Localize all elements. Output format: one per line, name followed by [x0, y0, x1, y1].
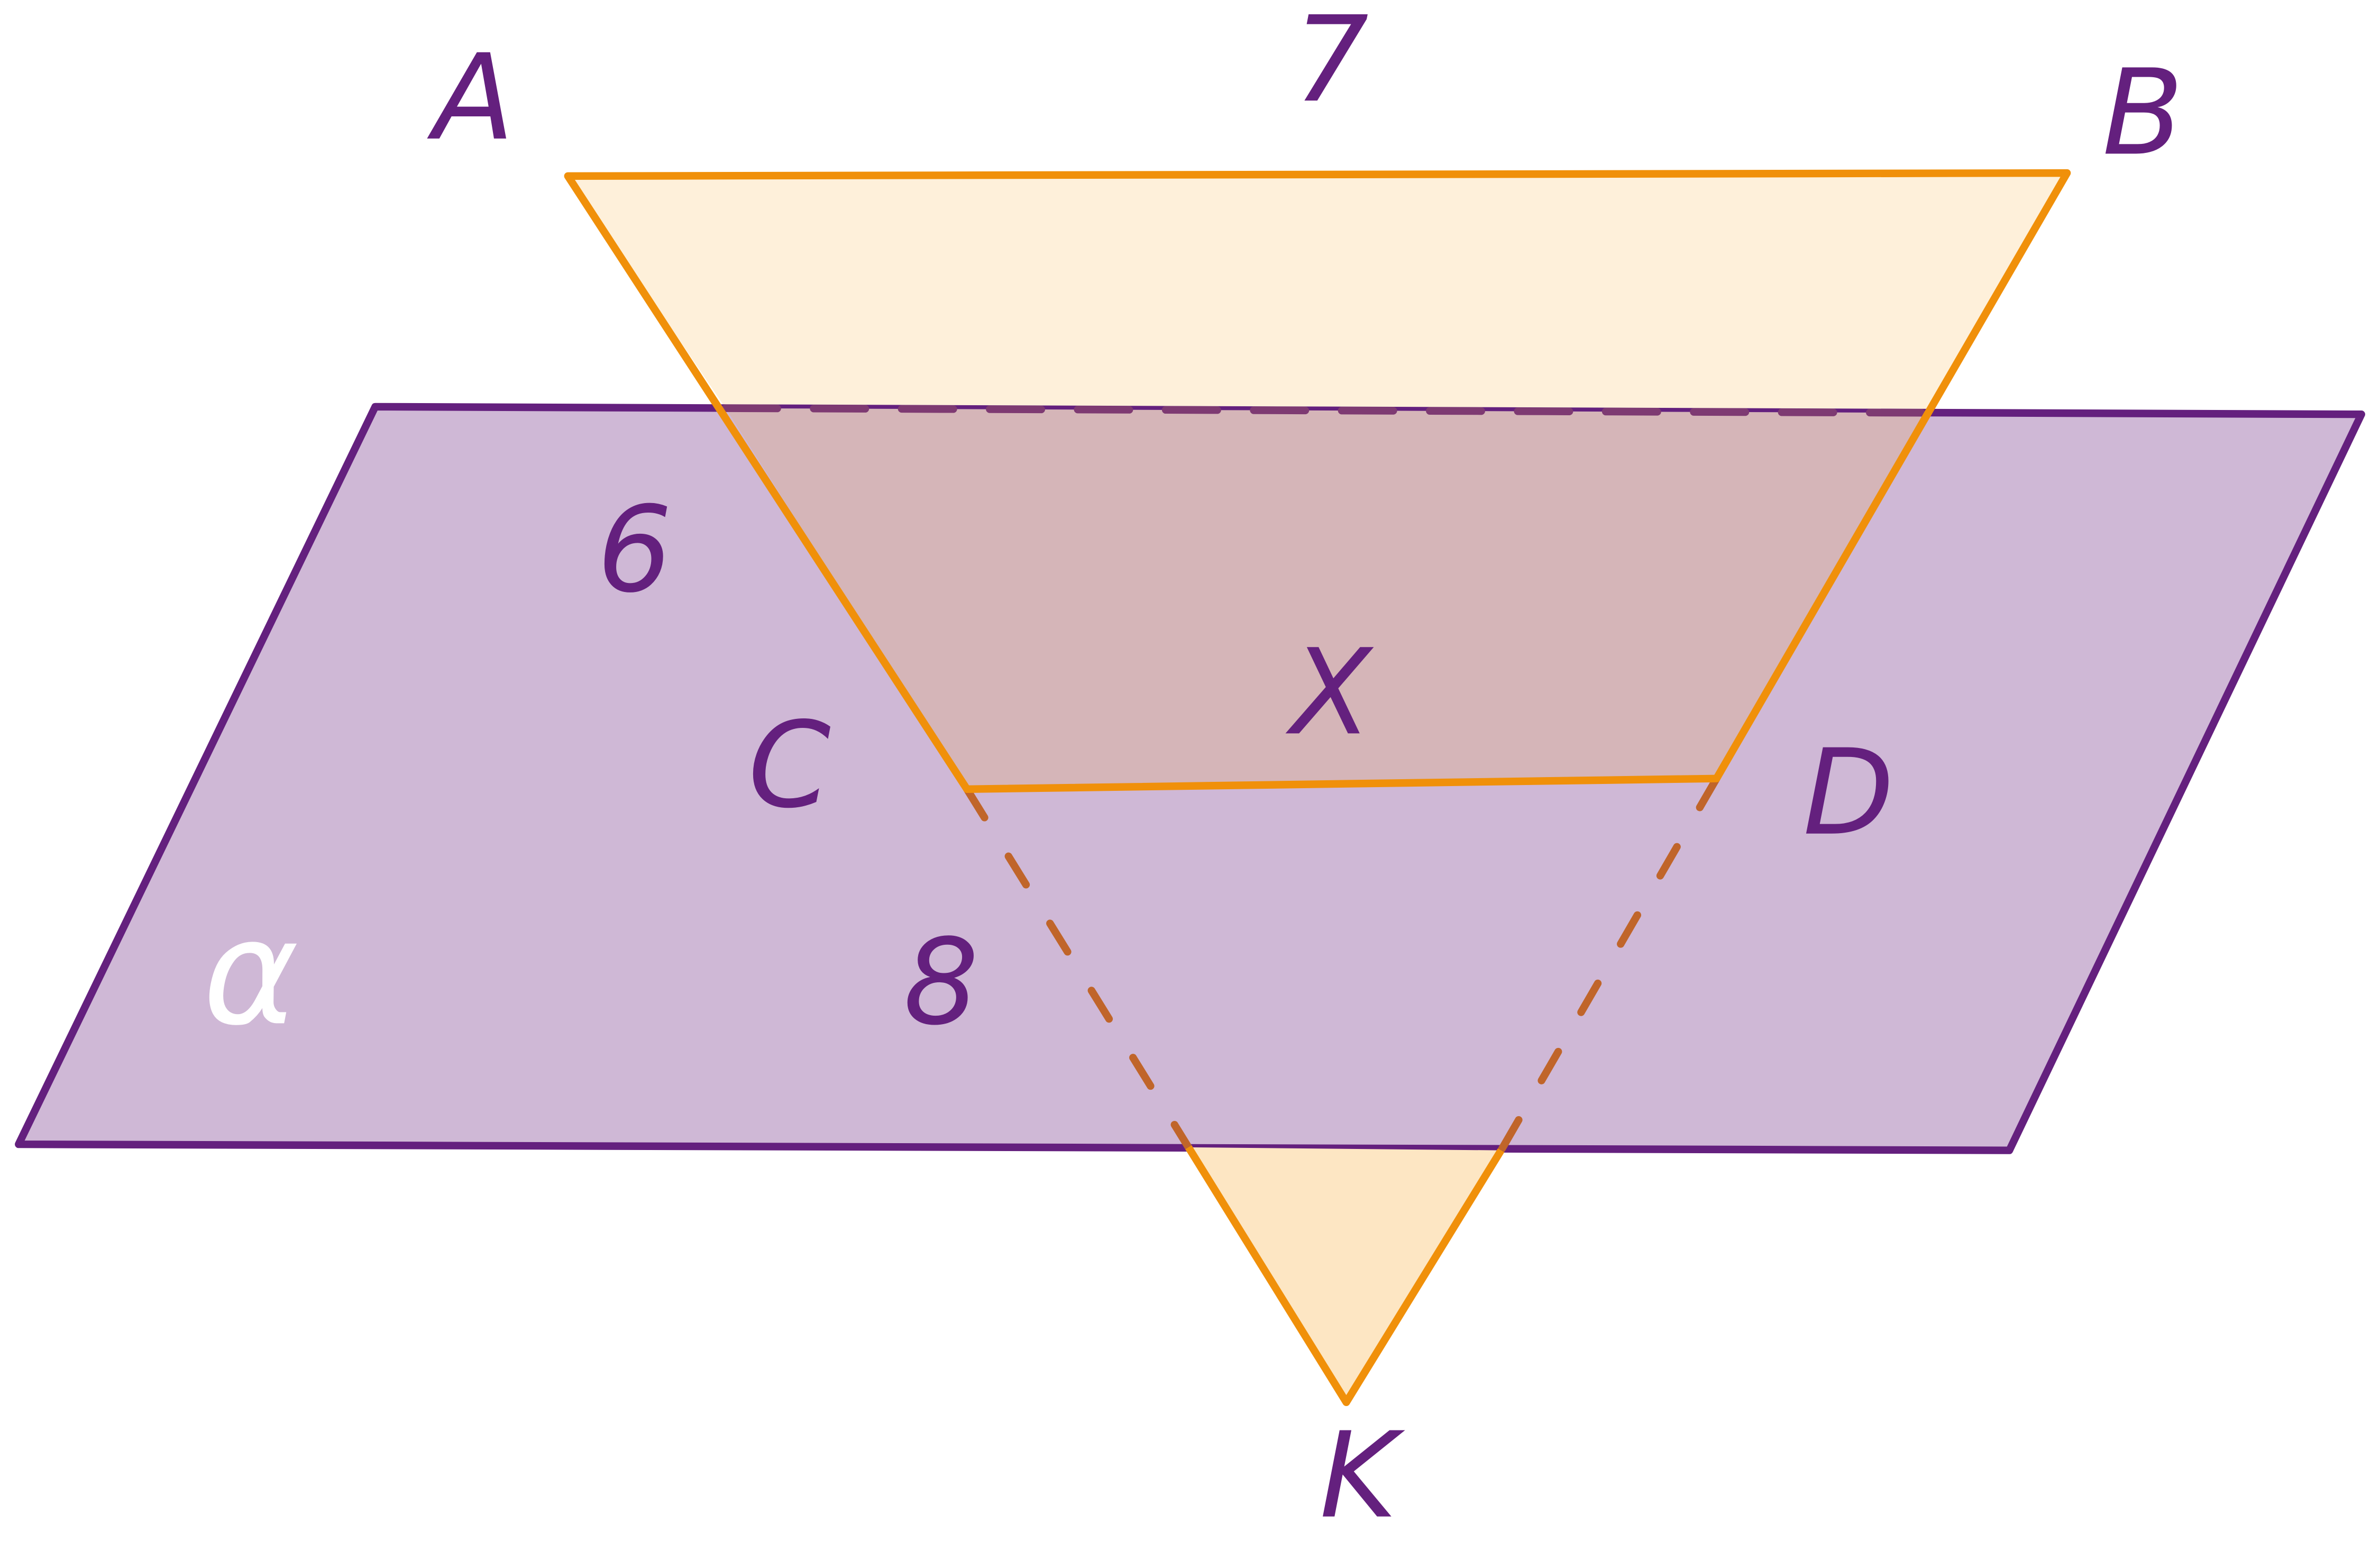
label-k: K	[1320, 1407, 1405, 1545]
label-a: A	[427, 29, 514, 167]
triangle-bottom-region	[1188, 1147, 1502, 1402]
triangle-edges	[564, 169, 2071, 791]
hidden-edge-ak	[963, 785, 1193, 1152]
label-b: B	[2102, 44, 2184, 182]
label-8: 8	[903, 913, 978, 1051]
overlap-region	[726, 408, 1925, 789]
label-alpha: α	[203, 888, 299, 1057]
label-d: D	[1803, 724, 1894, 862]
triangle-top-region	[567, 173, 2067, 413]
hidden-intersection-line	[721, 404, 1928, 417]
label-7: 7	[1294, 0, 1369, 129]
triangle-lower-edges	[1185, 1145, 1505, 1407]
segment-cd	[963, 774, 1720, 793]
label-x: X	[1285, 623, 1374, 761]
label-6: 6	[597, 481, 672, 619]
label-c: C	[748, 696, 830, 834]
